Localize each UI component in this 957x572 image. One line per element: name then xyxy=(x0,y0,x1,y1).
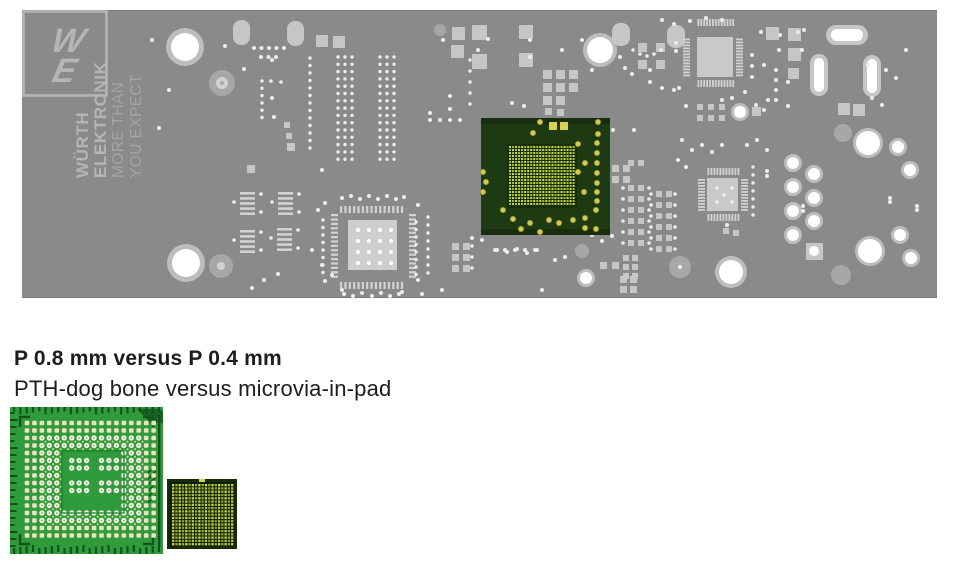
pcb-artwork xyxy=(150,16,920,298)
caption-block: P 0.8 mm versus P 0.4 mm PTH-dog bone ve… xyxy=(14,347,392,402)
brand-line: YOU EXPECT xyxy=(128,74,145,178)
comparison-subtitle: PTH-dog bone versus microvia-in-pad xyxy=(14,376,392,401)
photo-pth-dogbone-p08 xyxy=(10,407,163,554)
wuerth-we-logo: WE xyxy=(22,10,108,97)
photo-microvia-in-pad-p04 xyxy=(167,479,237,549)
comparison-title: P 0.8 mm versus P 0.4 mm xyxy=(14,347,282,370)
brand-line: MORE THAN xyxy=(110,81,127,178)
highlighted-bga-area xyxy=(479,118,610,236)
